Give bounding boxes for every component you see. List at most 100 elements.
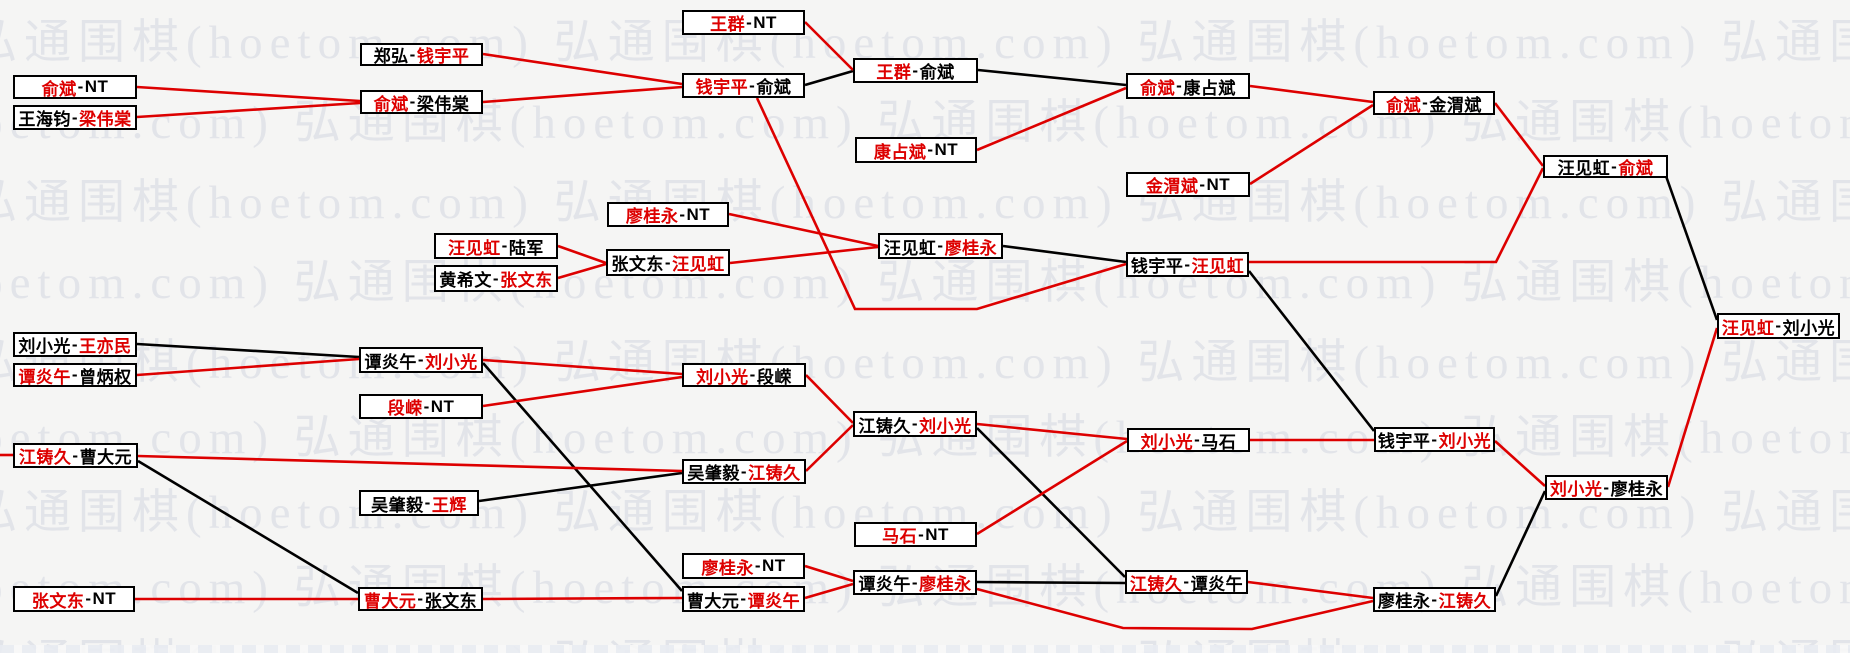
player-name: 曹大元: [363, 591, 417, 611]
vs-hyphen: -: [749, 75, 756, 95]
player-name: NT: [762, 556, 786, 575]
player-name: 廖桂永: [625, 207, 679, 226]
loser-path-line: [136, 342, 360, 359]
loser-path-line: [976, 427, 1126, 578]
match-box-qianyuping-wangjianhong: 钱宇平-汪见虹: [1126, 252, 1249, 277]
match-box-zhenghong-qianyuping: 郑弘-钱宇平: [360, 43, 483, 66]
player-name: NT: [1206, 174, 1231, 194]
bottom-watermark-band: [0, 645, 1850, 653]
player-name: NT: [686, 204, 711, 224]
player-name: 刘小光: [919, 416, 972, 436]
match-box-wuzhaoyi-wanghui: 吴肇毅-王辉: [359, 490, 479, 516]
player-name: 张文东: [424, 591, 478, 611]
vs-hyphen: -: [746, 12, 753, 32]
player-name: 王亦民: [79, 337, 132, 356]
winner-path-line: [557, 262, 607, 280]
vs-hyphen: -: [501, 236, 508, 255]
player-name: 马石: [1201, 432, 1237, 452]
winner-path-line: [1666, 327, 1719, 488]
loser-path-line: [137, 459, 359, 595]
vs-hyphen: -: [927, 140, 934, 159]
match-box-yubin-liangweitang: 俞斌-梁伟棠: [360, 90, 483, 114]
vs-hyphen: -: [918, 524, 925, 544]
watermark-text: 弘通围棋(hoetom.com) 弘通围棋(hoetom.com) 弘通围棋(h…: [0, 257, 1850, 309]
player-name: 马石: [882, 527, 918, 546]
loser-path-line: [478, 471, 683, 503]
match-box-caodayuan-tanyanwu: 曹大元-谭炎午: [682, 586, 805, 612]
match-box-mashi-nt: 马石-NT: [854, 522, 977, 547]
loser-path-line: [1494, 490, 1547, 597]
match-box-yubin-nt: 俞斌-NT: [13, 75, 137, 99]
vs-hyphen: -: [423, 396, 430, 416]
winner-path-line: [805, 374, 854, 424]
match-box-zhangwendong-nt: 张文东-NT: [13, 586, 135, 612]
vs-hyphen: -: [424, 493, 431, 512]
match-box-qianyuping-yubin: 钱宇平-俞斌: [682, 73, 805, 98]
winner-path-line: [136, 85, 361, 103]
winner-path-line: [728, 212, 879, 248]
player-name: 俞斌: [756, 78, 792, 97]
match-box-caodayuan-zhangwendong: 曹大元-张文东: [358, 587, 483, 611]
player-name: 江铸久: [1438, 592, 1492, 611]
vs-hyphen: -: [911, 572, 919, 592]
player-name: 王海钧: [18, 110, 71, 129]
vs-hyphen: -: [1422, 93, 1429, 112]
player-name: 段嵘: [387, 399, 423, 418]
player-name: 汪见虹: [1557, 159, 1611, 178]
vs-hyphen: -: [1611, 156, 1618, 176]
winner-path-line: [557, 244, 607, 265]
player-name: 谭炎午: [747, 591, 801, 611]
vs-hyphen: -: [409, 44, 416, 64]
match-box-jiangzhujiu-tanyanwu: 江铸久-谭炎午: [1125, 570, 1248, 594]
winner-path-line: [755, 97, 1127, 311]
player-name: 钱宇平: [695, 78, 749, 97]
match-box-kangzhanbin-nt: 康占斌-NT: [855, 137, 977, 163]
winner-path-line: [482, 596, 683, 601]
player-name: NT: [934, 140, 959, 159]
player-name: 梁伟棠: [416, 94, 470, 114]
vs-hyphen: -: [417, 589, 424, 608]
player-name: 廖桂永: [919, 575, 972, 594]
match-box-jiangzhujiu-caodayuan: 江铸久-曹大元: [13, 443, 138, 468]
vs-hyphen: -: [417, 350, 425, 369]
winner-path-line: [976, 86, 1127, 152]
player-name: 刘小光: [696, 367, 749, 387]
player-name: 梁伟棠: [79, 110, 132, 129]
winner-path-line: [976, 422, 1128, 441]
loser-path-line: [804, 69, 854, 87]
player-name: 钱宇平: [1130, 257, 1184, 276]
match-box-wangjianhong-yubin: 汪见虹-俞斌: [1543, 155, 1668, 178]
winner-path-line: [729, 245, 879, 265]
winner-path-line: [482, 358, 683, 376]
match-box-zhangwendong-wangjianhong: 张文东-汪见虹: [606, 249, 730, 276]
watermark-text: 弘通围棋(hoetom.com) 弘通围棋(hoetom.com) 弘通围棋(h…: [0, 177, 1850, 229]
player-name: 金渭斌: [1429, 95, 1482, 115]
loser-path-line: [1002, 244, 1127, 264]
match-box-liuxiaoguang-duanrong: 刘小光-段嵘: [682, 363, 806, 387]
player-name: 俞斌: [373, 94, 409, 114]
winner-path-line: [482, 85, 683, 104]
match-box-yubin-kangzhanbin: 俞斌-康占斌: [1126, 73, 1250, 99]
vs-hyphen: -: [1199, 174, 1206, 194]
player-name: 张文东: [31, 591, 85, 611]
player-name: NT: [430, 396, 455, 416]
player-name: 康占斌: [1183, 78, 1236, 98]
player-name: 汪见虹: [1191, 257, 1245, 276]
player-name: 俞斌: [1618, 159, 1654, 178]
winner-path-line: [976, 587, 1374, 631]
player-name: 吴肇毅: [687, 464, 740, 483]
match-box-wangqun-yubin: 王群-俞斌: [853, 58, 978, 83]
match-box-qianyuping-liuxiaoguang: 钱宇平-刘小光: [1374, 427, 1495, 452]
player-name: 廖桂永: [1377, 592, 1431, 611]
player-name: 谭炎午: [18, 367, 71, 387]
winner-path-line: [137, 454, 683, 473]
vs-hyphen: -: [77, 77, 84, 96]
vs-hyphen: -: [71, 365, 79, 384]
winner-path-line: [804, 564, 854, 583]
vs-hyphen: -: [492, 268, 500, 288]
player-name: 俞斌: [1140, 78, 1176, 98]
match-box-wanghaijun-liangweitang: 王海钧-梁伟棠: [13, 105, 137, 130]
player-name: 康占斌: [873, 142, 927, 162]
match-box-tanyanwu-zengbingquan: 谭炎午-曾炳权: [13, 363, 137, 387]
